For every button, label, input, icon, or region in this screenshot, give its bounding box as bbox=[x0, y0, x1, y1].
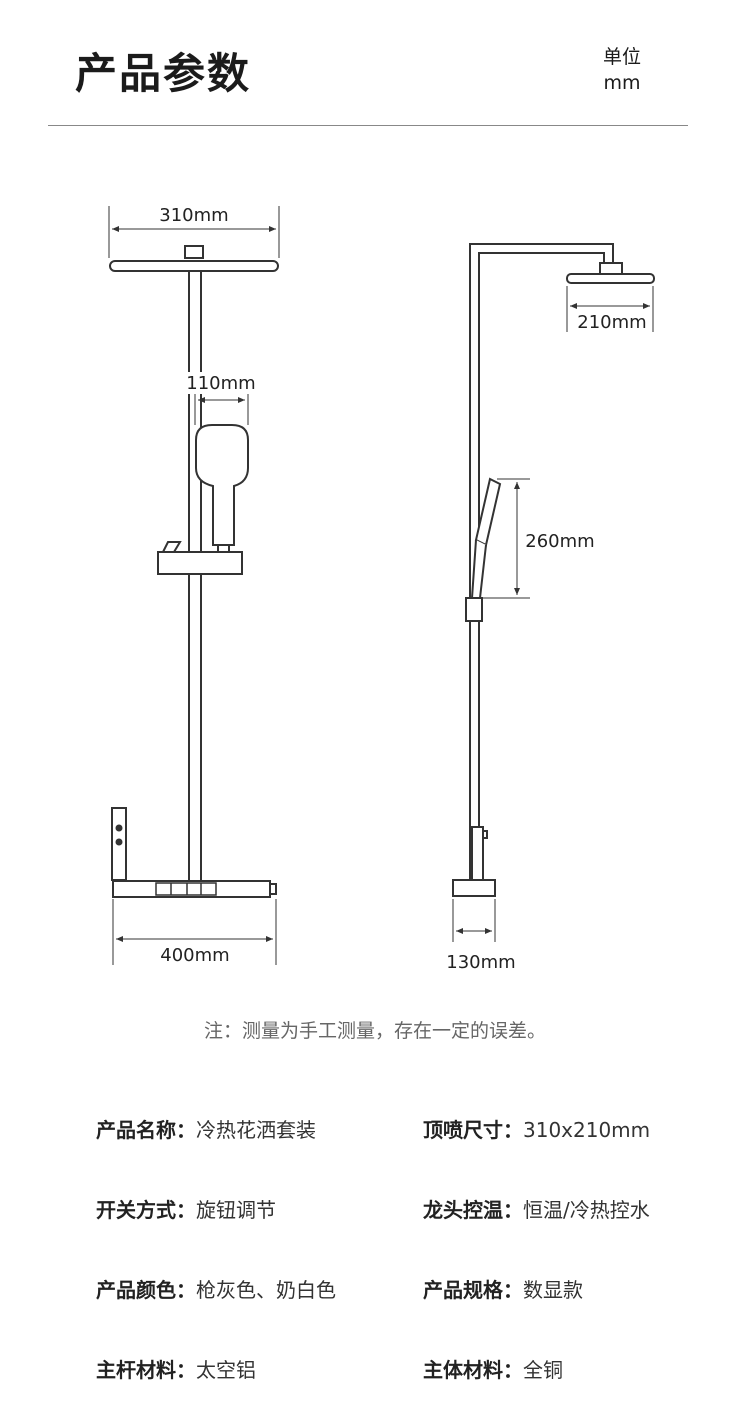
side-pole-outer bbox=[469, 243, 614, 880]
spec-value: 太空铝 bbox=[196, 1358, 256, 1382]
spec-product-color: 产品颜色：枪灰色、奶白色 bbox=[96, 1274, 336, 1303]
measurement-note: 注：测量为手工测量，存在一定的误差。 bbox=[203, 1020, 546, 1042]
side-top-shower-head bbox=[566, 273, 655, 284]
side-view bbox=[452, 243, 655, 942]
spec-key: 龙头控温： bbox=[423, 1198, 523, 1222]
shower-dimension-diagram: 310mm 110mm 400mm 210mm 260mm 130mm bbox=[108, 203, 655, 973]
spec-switch-type: 开关方式：旋钮调节 bbox=[96, 1194, 276, 1223]
front-base-width-label: 400mm bbox=[160, 945, 229, 966]
side-holder-block bbox=[465, 597, 483, 622]
spec-product-model: 产品规格：数显款 bbox=[423, 1274, 583, 1303]
front-view bbox=[108, 206, 280, 965]
front-spout-dot-1 bbox=[115, 824, 123, 832]
side-valve-body bbox=[452, 879, 496, 897]
header-divider bbox=[48, 125, 688, 126]
spec-key: 开关方式： bbox=[96, 1198, 196, 1222]
spec-top-shower-size: 顶喷尺寸：310x210mm bbox=[423, 1114, 650, 1143]
spec-key: 主杆材料： bbox=[96, 1358, 196, 1382]
front-holder-block bbox=[157, 551, 243, 575]
spec-key: 产品颜色： bbox=[96, 1278, 196, 1302]
front-valve-cap bbox=[269, 883, 277, 895]
spec-key: 产品规格： bbox=[423, 1278, 523, 1302]
spec-value: 数显款 bbox=[523, 1278, 583, 1302]
side-spout bbox=[471, 826, 484, 881]
page-title: 产品参数 bbox=[75, 49, 252, 98]
front-top-shower-head bbox=[109, 260, 279, 272]
spec-value: 恒温/冷热控水 bbox=[523, 1198, 650, 1222]
side-handheld-height-label: 260mm bbox=[525, 531, 594, 552]
spec-value: 全铜 bbox=[523, 1358, 563, 1382]
spec-temperature-control: 龙头控温：恒温/冷热控水 bbox=[423, 1194, 650, 1223]
side-base-width-label: 130mm bbox=[446, 952, 515, 973]
spec-value: 冷热花洒套装 bbox=[196, 1118, 316, 1142]
front-holder-clip bbox=[162, 541, 182, 553]
side-handheld-handle bbox=[470, 539, 487, 599]
side-pole-inner bbox=[478, 252, 605, 880]
side-top-width-label: 210mm bbox=[577, 312, 646, 333]
spec-value: 旋钮调节 bbox=[196, 1198, 276, 1222]
front-handheld-width-label: 110mm bbox=[186, 373, 255, 394]
spec-key: 主体材料： bbox=[423, 1358, 523, 1382]
unit-label: 单位 bbox=[603, 46, 642, 68]
front-top-width-label: 310mm bbox=[159, 205, 228, 226]
front-spout-dot-2 bbox=[115, 838, 123, 846]
front-top-connector bbox=[184, 245, 204, 259]
spec-key: 产品名称： bbox=[96, 1118, 196, 1142]
spec-body-material: 主体材料：全铜 bbox=[423, 1354, 563, 1383]
front-display-panel bbox=[155, 882, 217, 896]
front-handheld-neck bbox=[217, 544, 230, 553]
side-spout-knob bbox=[482, 830, 488, 839]
spec-pole-material: 主杆材料：太空铝 bbox=[96, 1354, 256, 1383]
spec-value: 枪灰色、奶白色 bbox=[196, 1278, 336, 1302]
spec-value: 310x210mm bbox=[523, 1118, 651, 1142]
unit-value: mm bbox=[603, 72, 641, 94]
spec-product-name: 产品名称：冷热花洒套装 bbox=[96, 1114, 316, 1143]
front-handheld-shower bbox=[195, 424, 249, 546]
front-main-pole bbox=[188, 270, 202, 882]
spec-key: 顶喷尺寸： bbox=[423, 1118, 523, 1142]
unit-block: 单位 mm bbox=[603, 44, 641, 96]
side-top-connector bbox=[599, 262, 623, 275]
